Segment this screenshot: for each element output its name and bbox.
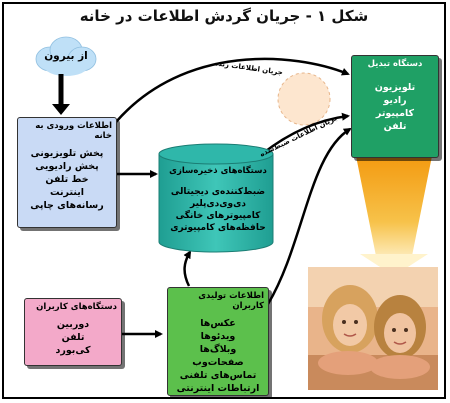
user-devices-list: دوربین تلفن کی‌بورد: [25, 318, 121, 357]
conversion-device-box: دستگاه تبدیل تلویزیون رادیو کامپیوتر تلف…: [351, 55, 439, 158]
list-item: حافظه‌های کامپیوتری: [170, 223, 266, 233]
list-item: صفحات‌وب: [192, 357, 244, 368]
list-item: تلفن: [61, 332, 85, 343]
list-item: ارتباطات اینترنتی: [176, 383, 260, 394]
user-devices-box: دستگاه‌های کاربران دوربین تلفن کی‌بورد: [24, 298, 122, 366]
list-item: رادیو: [383, 95, 407, 106]
list-item: کی‌بورد: [55, 345, 91, 356]
list-item: کامپیوترهای خانگی: [175, 211, 261, 221]
list-item: پخش رادیویی: [35, 161, 99, 172]
list-item: ضبط‌کننده‌ی دیجیتالی: [170, 187, 266, 197]
list-item: عکس‌ها: [200, 318, 236, 329]
storage-cylinder: [158, 143, 274, 253]
conversion-header: دستگاه تبدیل: [367, 59, 423, 69]
conversion-list: تلویزیون رادیو کامپیوتر تلفن: [352, 81, 438, 133]
figure-title: شکل ۱ - جریان گردش اطلاعات در خانه: [79, 7, 369, 25]
list-item: تلویزیون: [374, 82, 416, 93]
arrow-userinfo-to-conversion: [266, 127, 352, 305]
outside-label: از بیرون: [44, 50, 88, 62]
storage-list: ضبط‌کننده‌ی دیجیتالی دی‌وی‌دی‌پلیر کامپی…: [165, 186, 271, 234]
list-item: ویدئوها: [200, 331, 236, 342]
list-item: دی‌وی‌دی‌پلیر: [190, 199, 246, 209]
user-devices-header: دستگاه‌های کاربران: [36, 302, 117, 312]
arrow-outside-to-input-head: [52, 104, 70, 115]
user-info-header: اطلاعات تولیدی کاربران: [198, 291, 264, 311]
user-info-box: اطلاعات تولیدی کاربران عکس‌ها ویدئوها وب…: [167, 287, 269, 396]
arrow-live-flow: [115, 57, 350, 123]
list-item: دوربین: [56, 319, 90, 330]
user-info-list: عکس‌ها ویدئوها وبلاگ‌ها صفحات‌وب تماس‌ها…: [168, 317, 268, 395]
arrow-recorded-flow: [261, 112, 350, 155]
children-watching-photo: [308, 267, 438, 390]
storage-header: دستگاه‌های ذخیره‌سازی: [169, 166, 267, 176]
list-item: خط تلفن: [45, 174, 89, 185]
list-item: کامپیوتر: [375, 108, 415, 119]
list-item: تماس‌های تلفنی: [179, 370, 257, 381]
input-info-header: اطلاعات ورودی به خانه: [35, 121, 112, 141]
cloud-shape: [35, 36, 97, 76]
input-info-box: اطلاعات ورودی به خانه پخش تلویزیونی پخش …: [17, 117, 117, 228]
list-item: اینترنت: [49, 187, 85, 198]
storage-content: دستگاه‌های ذخیره‌سازی ضبط‌کننده‌ی دیجیتا…: [165, 166, 271, 234]
list-item: تلفن: [383, 121, 407, 132]
display-beam: [356, 156, 432, 266]
dashed-circle-marker: [277, 72, 331, 126]
diagram-frame: شکل ۱ - جریان گردش اطلاعات در خانه: [2, 2, 446, 399]
list-item: رسانه‌های چاپی: [30, 200, 104, 211]
input-info-list: پخش تلویزیونی پخش رادیویی خط تلفن اینترن…: [18, 147, 116, 212]
diagram-canvas: [35, 36, 432, 338]
arrow-userinfo-to-storage: [183, 250, 192, 287]
list-item: وبلاگ‌ها: [199, 344, 237, 355]
list-item: پخش تلویزیونی: [30, 148, 104, 159]
display-beam-arrowhead: [360, 254, 428, 276]
